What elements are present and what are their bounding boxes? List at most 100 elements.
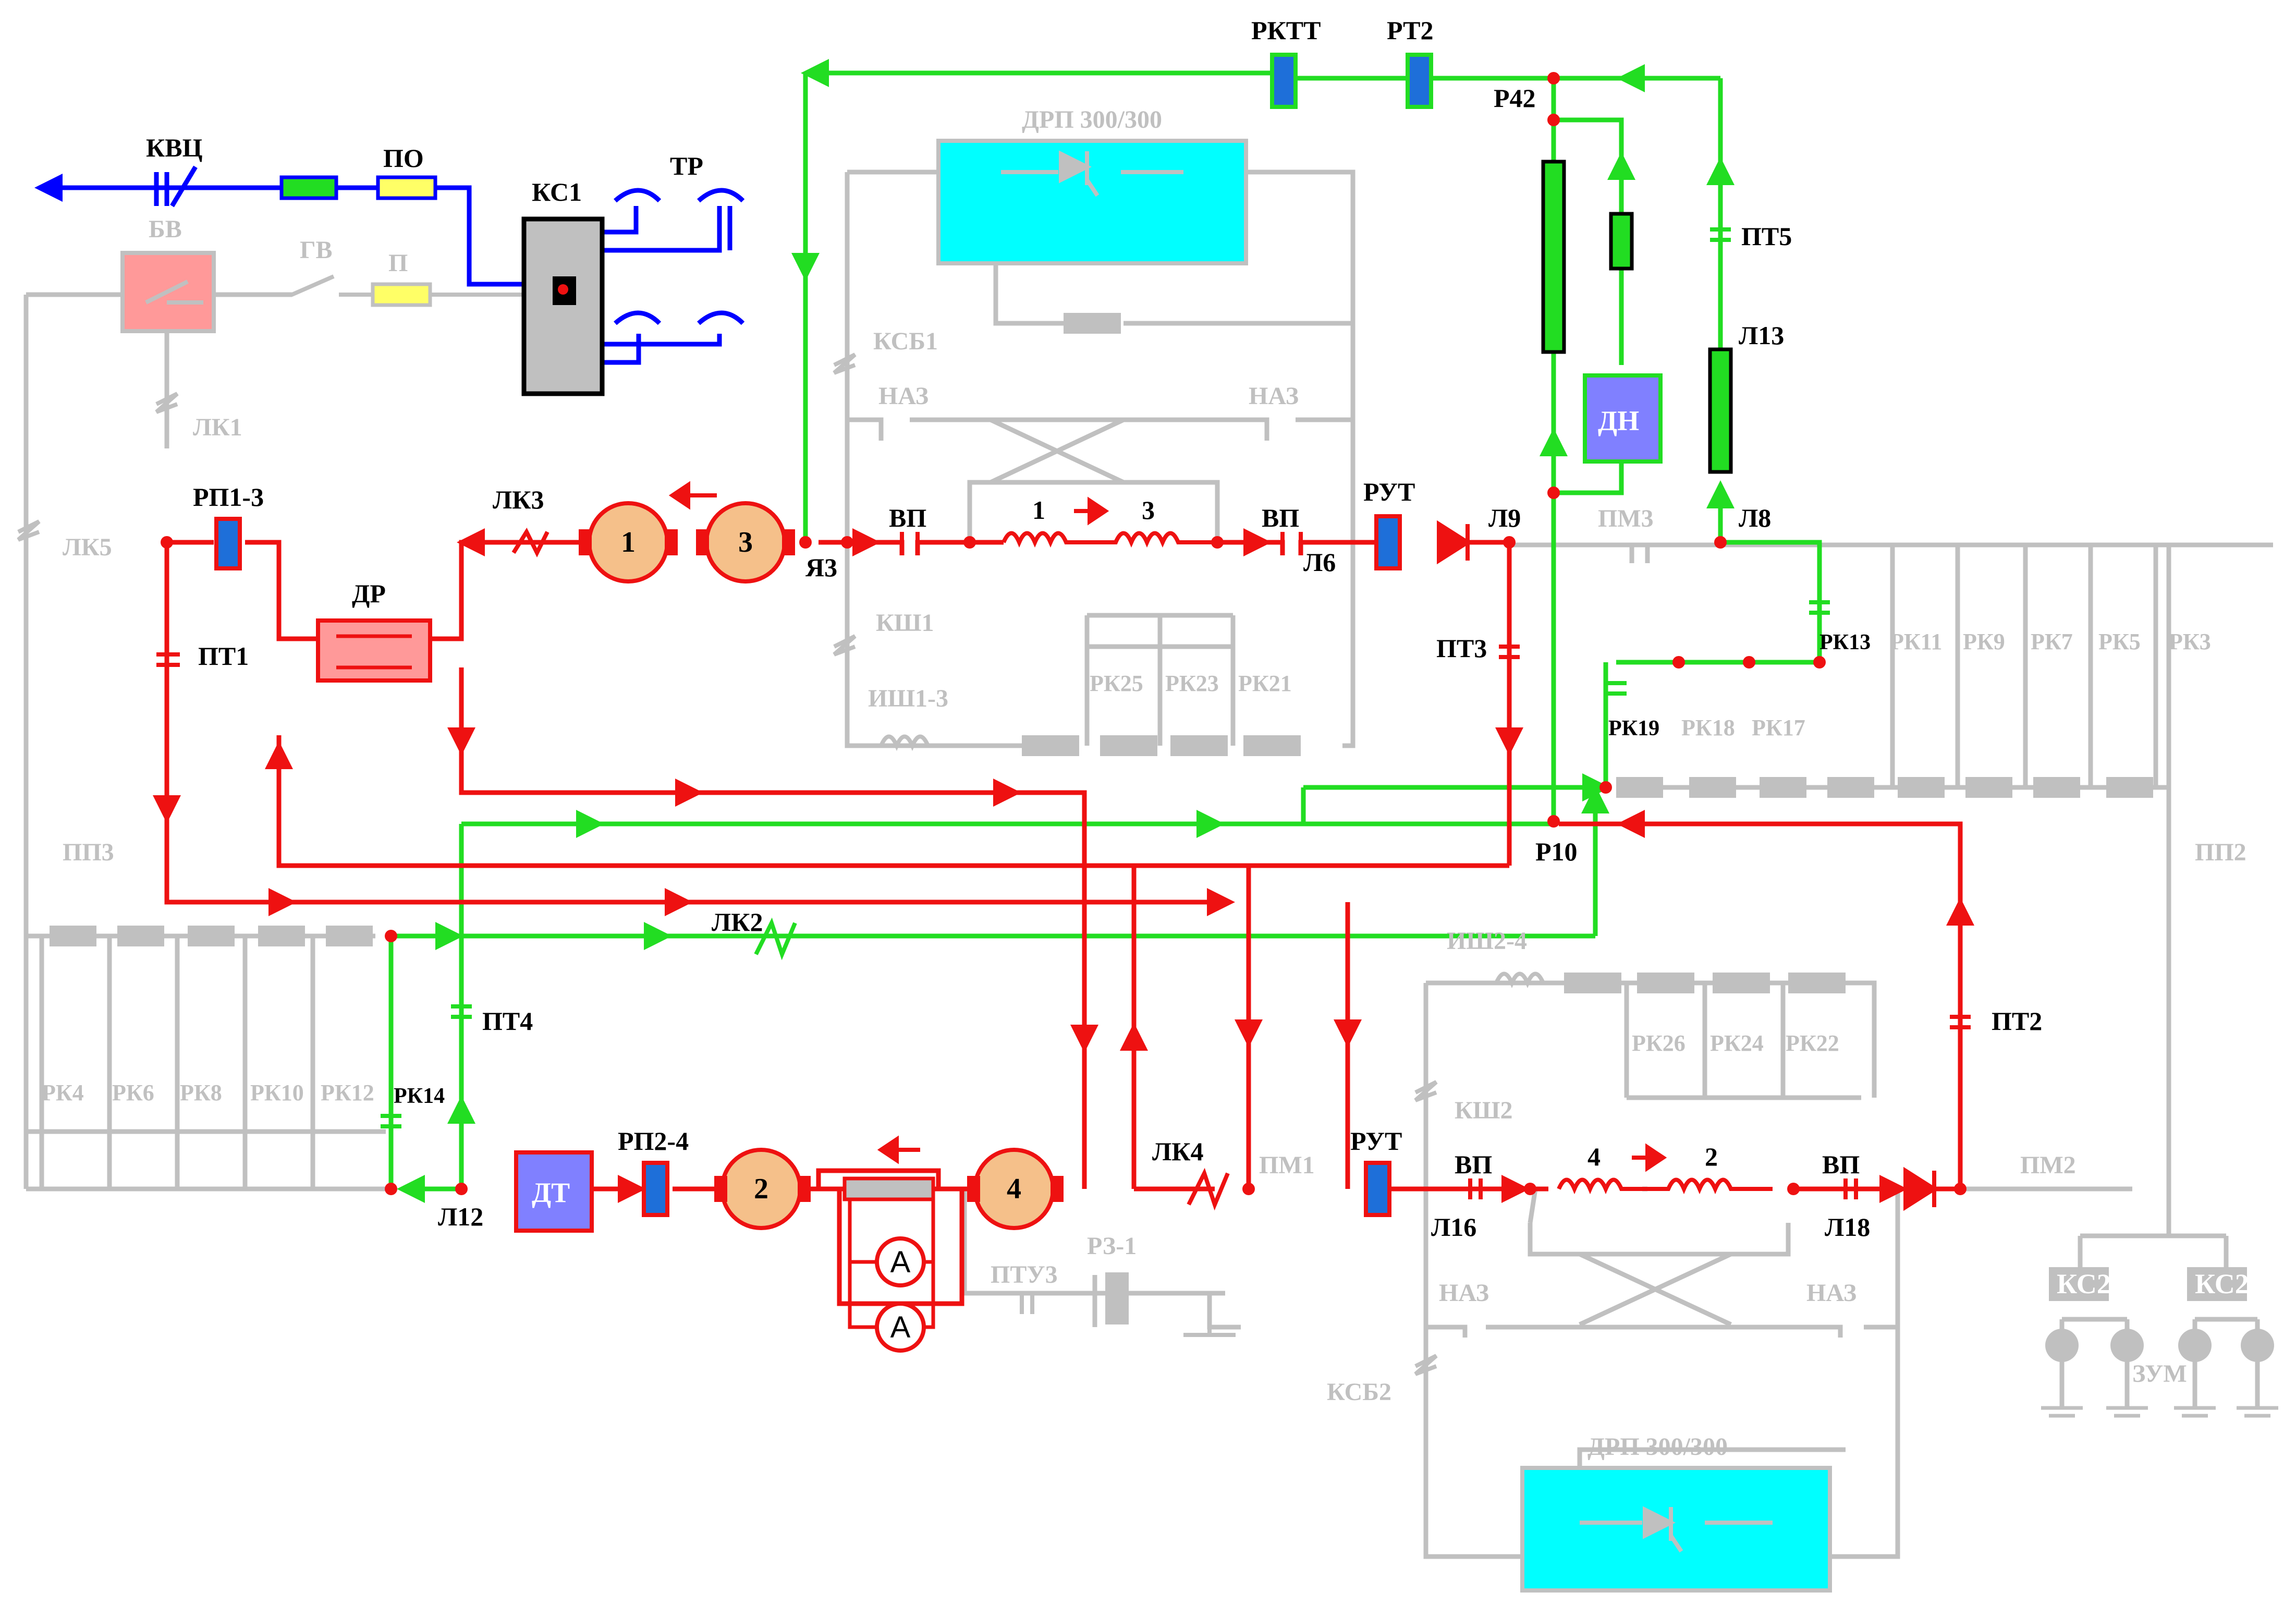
label-rk3: РК3 — [2169, 629, 2211, 654]
label-rk19: РК19 — [1608, 716, 1659, 740]
label-l18: Л18 — [1825, 1212, 1870, 1242]
gray-resistors-right — [1616, 777, 2153, 798]
bv-switch-icon — [145, 280, 203, 305]
label-p: П — [388, 249, 408, 277]
zum-indicators — [2045, 1329, 2274, 1362]
l13-resistor — [1708, 347, 1733, 474]
label-rk18: РК18 — [1681, 715, 1735, 740]
label-l8: Л8 — [1739, 503, 1771, 532]
label-vp-upper-right: ВП — [1262, 503, 1299, 532]
lk2-contact — [754, 917, 797, 961]
label-pp2: ПП2 — [2195, 839, 2246, 866]
pt5-contact — [1710, 227, 1731, 242]
label-field-4: 4 — [1587, 1142, 1601, 1171]
label-pt3: ПТ3 — [1436, 634, 1487, 663]
label-rk5: РК5 — [2098, 629, 2141, 654]
label-dr: ДР — [352, 579, 386, 608]
label-rk8: РК8 — [180, 1080, 222, 1105]
gray-resistor-drp-upper — [1064, 313, 1121, 334]
vp-contact-upper-left — [900, 532, 920, 553]
label-lk4: ЛК4 — [1152, 1137, 1204, 1166]
label-rk17: РК17 — [1752, 715, 1805, 740]
motor-direction-arrow-icon — [668, 481, 717, 510]
label-rk22: РК22 — [1786, 1030, 1839, 1056]
label-zum: ЗУМ — [2132, 1360, 2187, 1388]
label-vp-upper-left: ВП — [889, 503, 926, 532]
label-l16: Л16 — [1431, 1212, 1476, 1242]
label-ks1: КС1 — [532, 177, 582, 206]
tr-contacts — [614, 188, 745, 325]
label-field-3: 3 — [1142, 495, 1155, 525]
label-gv: ГВ — [300, 236, 333, 264]
label-pm3: ПМ3 — [1598, 505, 1654, 532]
grounds-right — [2041, 1406, 2278, 1418]
ksb2-contact — [1414, 1354, 1438, 1376]
label-tr: ТР — [670, 151, 703, 180]
diode-lower — [1903, 1166, 1938, 1211]
ks2-box-b — [2187, 1267, 2247, 1301]
label-pt2: ПТ2 — [1992, 1006, 2042, 1036]
field-winding-4-2 — [1557, 1177, 1773, 1195]
label-vp-lower-left: ВП — [1455, 1150, 1492, 1179]
kvc-contact — [154, 165, 198, 208]
ammeter-leads — [848, 1199, 935, 1329]
label-ks2-a: КС2 — [2057, 1268, 2111, 1299]
drp-lower-thyristor-icon — [1580, 1506, 1773, 1553]
label-ya3: Я3 — [805, 553, 837, 582]
label-ks2-b: КС2 — [2195, 1268, 2249, 1299]
po-fuse — [376, 175, 437, 200]
pt3-contact — [1499, 645, 1520, 659]
label-pt1: ПТ1 — [198, 641, 249, 671]
label-ammeter-a: A — [890, 1245, 911, 1279]
label-r10: Р10 — [1535, 837, 1578, 866]
label-rut-upper: РУТ — [1363, 477, 1415, 506]
gray-resistors-lower — [1564, 973, 1846, 993]
dr-contacts — [336, 634, 412, 670]
label-l6: Л6 — [1303, 548, 1336, 577]
field-winding-1-3 — [1002, 531, 1217, 548]
label-lk2: ЛК2 — [712, 907, 763, 937]
label-rut-lower: РУТ — [1350, 1126, 1402, 1156]
motor-3-brush-left — [696, 529, 709, 555]
label-ish24: ИШ2-4 — [1447, 927, 1527, 955]
label-ksh2: КШ2 — [1455, 1097, 1513, 1124]
label-l12: Л12 — [438, 1202, 483, 1231]
label-lk5: ЛК5 — [63, 533, 112, 561]
motor-1-brush-left — [579, 529, 592, 555]
lk5-contact — [17, 519, 41, 542]
label-naz-lower-right: НАЗ — [1806, 1279, 1857, 1307]
label-r42: Р42 — [1494, 83, 1536, 113]
motor-2-brush-left — [714, 1176, 727, 1202]
label-rk26: РК26 — [1632, 1030, 1686, 1056]
label-po: ПО — [383, 143, 424, 173]
label-field-2: 2 — [1705, 1142, 1718, 1171]
label-ish13: ИШ1-3 — [868, 685, 948, 712]
rut-relay-upper — [1374, 514, 1402, 570]
junction-nodes — [161, 72, 1967, 1195]
field-direction-arrow-icon — [1074, 496, 1109, 526]
motor-4-brush-left — [967, 1176, 980, 1202]
label-ammeter-b: A — [890, 1310, 911, 1344]
label-l13: Л13 — [1739, 321, 1784, 350]
label-rktt: РКТТ — [1251, 16, 1321, 45]
ks1-contact-dot — [558, 284, 568, 295]
label-rz1: РЗ-1 — [1087, 1232, 1137, 1260]
label-rk14: РК14 — [394, 1084, 445, 1108]
ksb1-contact — [833, 353, 857, 375]
shunt-resistor — [842, 1176, 935, 1201]
label-rk25: РК25 — [1090, 671, 1143, 696]
ksh1-contact — [833, 634, 857, 657]
ground-lower — [1183, 1327, 1236, 1337]
label-motor-2: 2 — [754, 1173, 768, 1205]
label-lk3: ЛК3 — [493, 485, 544, 514]
ptu3-contact — [1020, 1293, 1034, 1314]
label-pp3: ПП3 — [63, 839, 114, 866]
rk19-contact — [1606, 681, 1627, 696]
label-l9: Л9 — [1488, 503, 1521, 532]
gray-wiring — [23, 169, 2273, 1559]
label-dt: ДТ — [532, 1177, 570, 1208]
ks2-box-a — [2049, 1267, 2109, 1301]
label-naz-upper-left: НАЗ — [878, 382, 929, 410]
green-wiring — [388, 59, 1822, 1203]
motor-2-brush-right — [798, 1176, 811, 1202]
